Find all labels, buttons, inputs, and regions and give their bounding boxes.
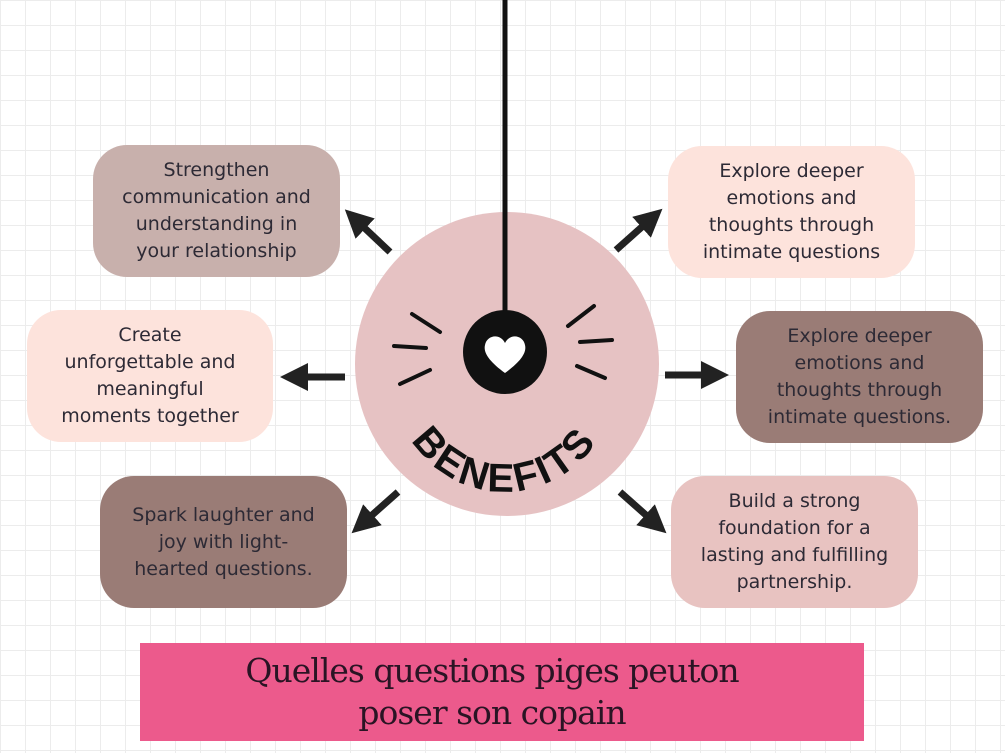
text-line: lasting and fulfilling <box>700 544 889 566</box>
benefit-text: Explore deeper emotions and thoughts thr… <box>768 323 951 431</box>
text-line: moments together <box>61 405 239 427</box>
heart-icon <box>484 336 526 373</box>
benefit-text: Strengthen communication and understandi… <box>122 157 311 265</box>
text-line: partnership. <box>736 571 853 593</box>
sparkle-lines-right <box>566 304 614 380</box>
text-line: emotions and <box>726 187 857 209</box>
text-line: emotions and <box>794 352 925 374</box>
text-line: communication and <box>122 186 311 208</box>
text-line: unforgettable and <box>64 351 236 373</box>
arrow-bottom-right <box>617 489 667 534</box>
text-line: Strengthen <box>163 159 270 181</box>
text-line: Build a strong <box>728 490 861 512</box>
text-line: Spark laughter and <box>132 503 315 526</box>
arrows <box>280 208 729 534</box>
text-line: joy with light- <box>158 530 289 553</box>
arrow-top-right <box>613 208 663 253</box>
text-line: Explore deeper <box>719 160 864 182</box>
benefit-box-top-right: Explore deeper emotions and thoughts thr… <box>668 146 915 278</box>
benefit-box-middle-right: Explore deeper emotions and thoughts thr… <box>736 311 983 443</box>
benefit-box-bottom-left: Spark laughter and joy with light- heart… <box>100 476 347 608</box>
text-line: Explore deeper <box>787 325 932 347</box>
text-line: intimate questions. <box>767 406 952 428</box>
text-line: thoughts through <box>708 214 875 236</box>
text-line: understanding in <box>135 213 298 235</box>
text-line: Create <box>118 324 182 346</box>
arrow-bottom-left <box>351 489 401 534</box>
benefit-text: Build a strong foundation for a lasting … <box>701 488 888 596</box>
benefit-box-bottom-right: Build a strong foundation for a lasting … <box>671 476 918 608</box>
banner-title: Quelles questions piges peuton poser son… <box>245 651 739 732</box>
text-line: hearted questions. <box>134 557 313 580</box>
text-line: your relationship <box>136 240 297 262</box>
benefit-text: Explore deeper emotions and thoughts thr… <box>703 158 880 266</box>
benefit-box-top-left: Strengthen communication and understandi… <box>93 145 340 277</box>
benefit-box-middle-left: Create unforgettable and meaningful mome… <box>27 310 273 442</box>
text-line: intimate questions <box>702 241 881 263</box>
benefit-text: Spark laughter and joy with light- heart… <box>132 502 314 583</box>
title-banner: Quelles questions piges peuton poser son… <box>140 643 864 741</box>
text-line: thoughts through <box>776 379 943 401</box>
text-line: meaningful <box>96 378 204 400</box>
benefit-text: Create unforgettable and meaningful mome… <box>61 322 239 430</box>
arrow-top-left <box>344 209 393 255</box>
sparkle-lines-left <box>392 312 442 386</box>
text-line: foundation for a <box>718 517 871 539</box>
